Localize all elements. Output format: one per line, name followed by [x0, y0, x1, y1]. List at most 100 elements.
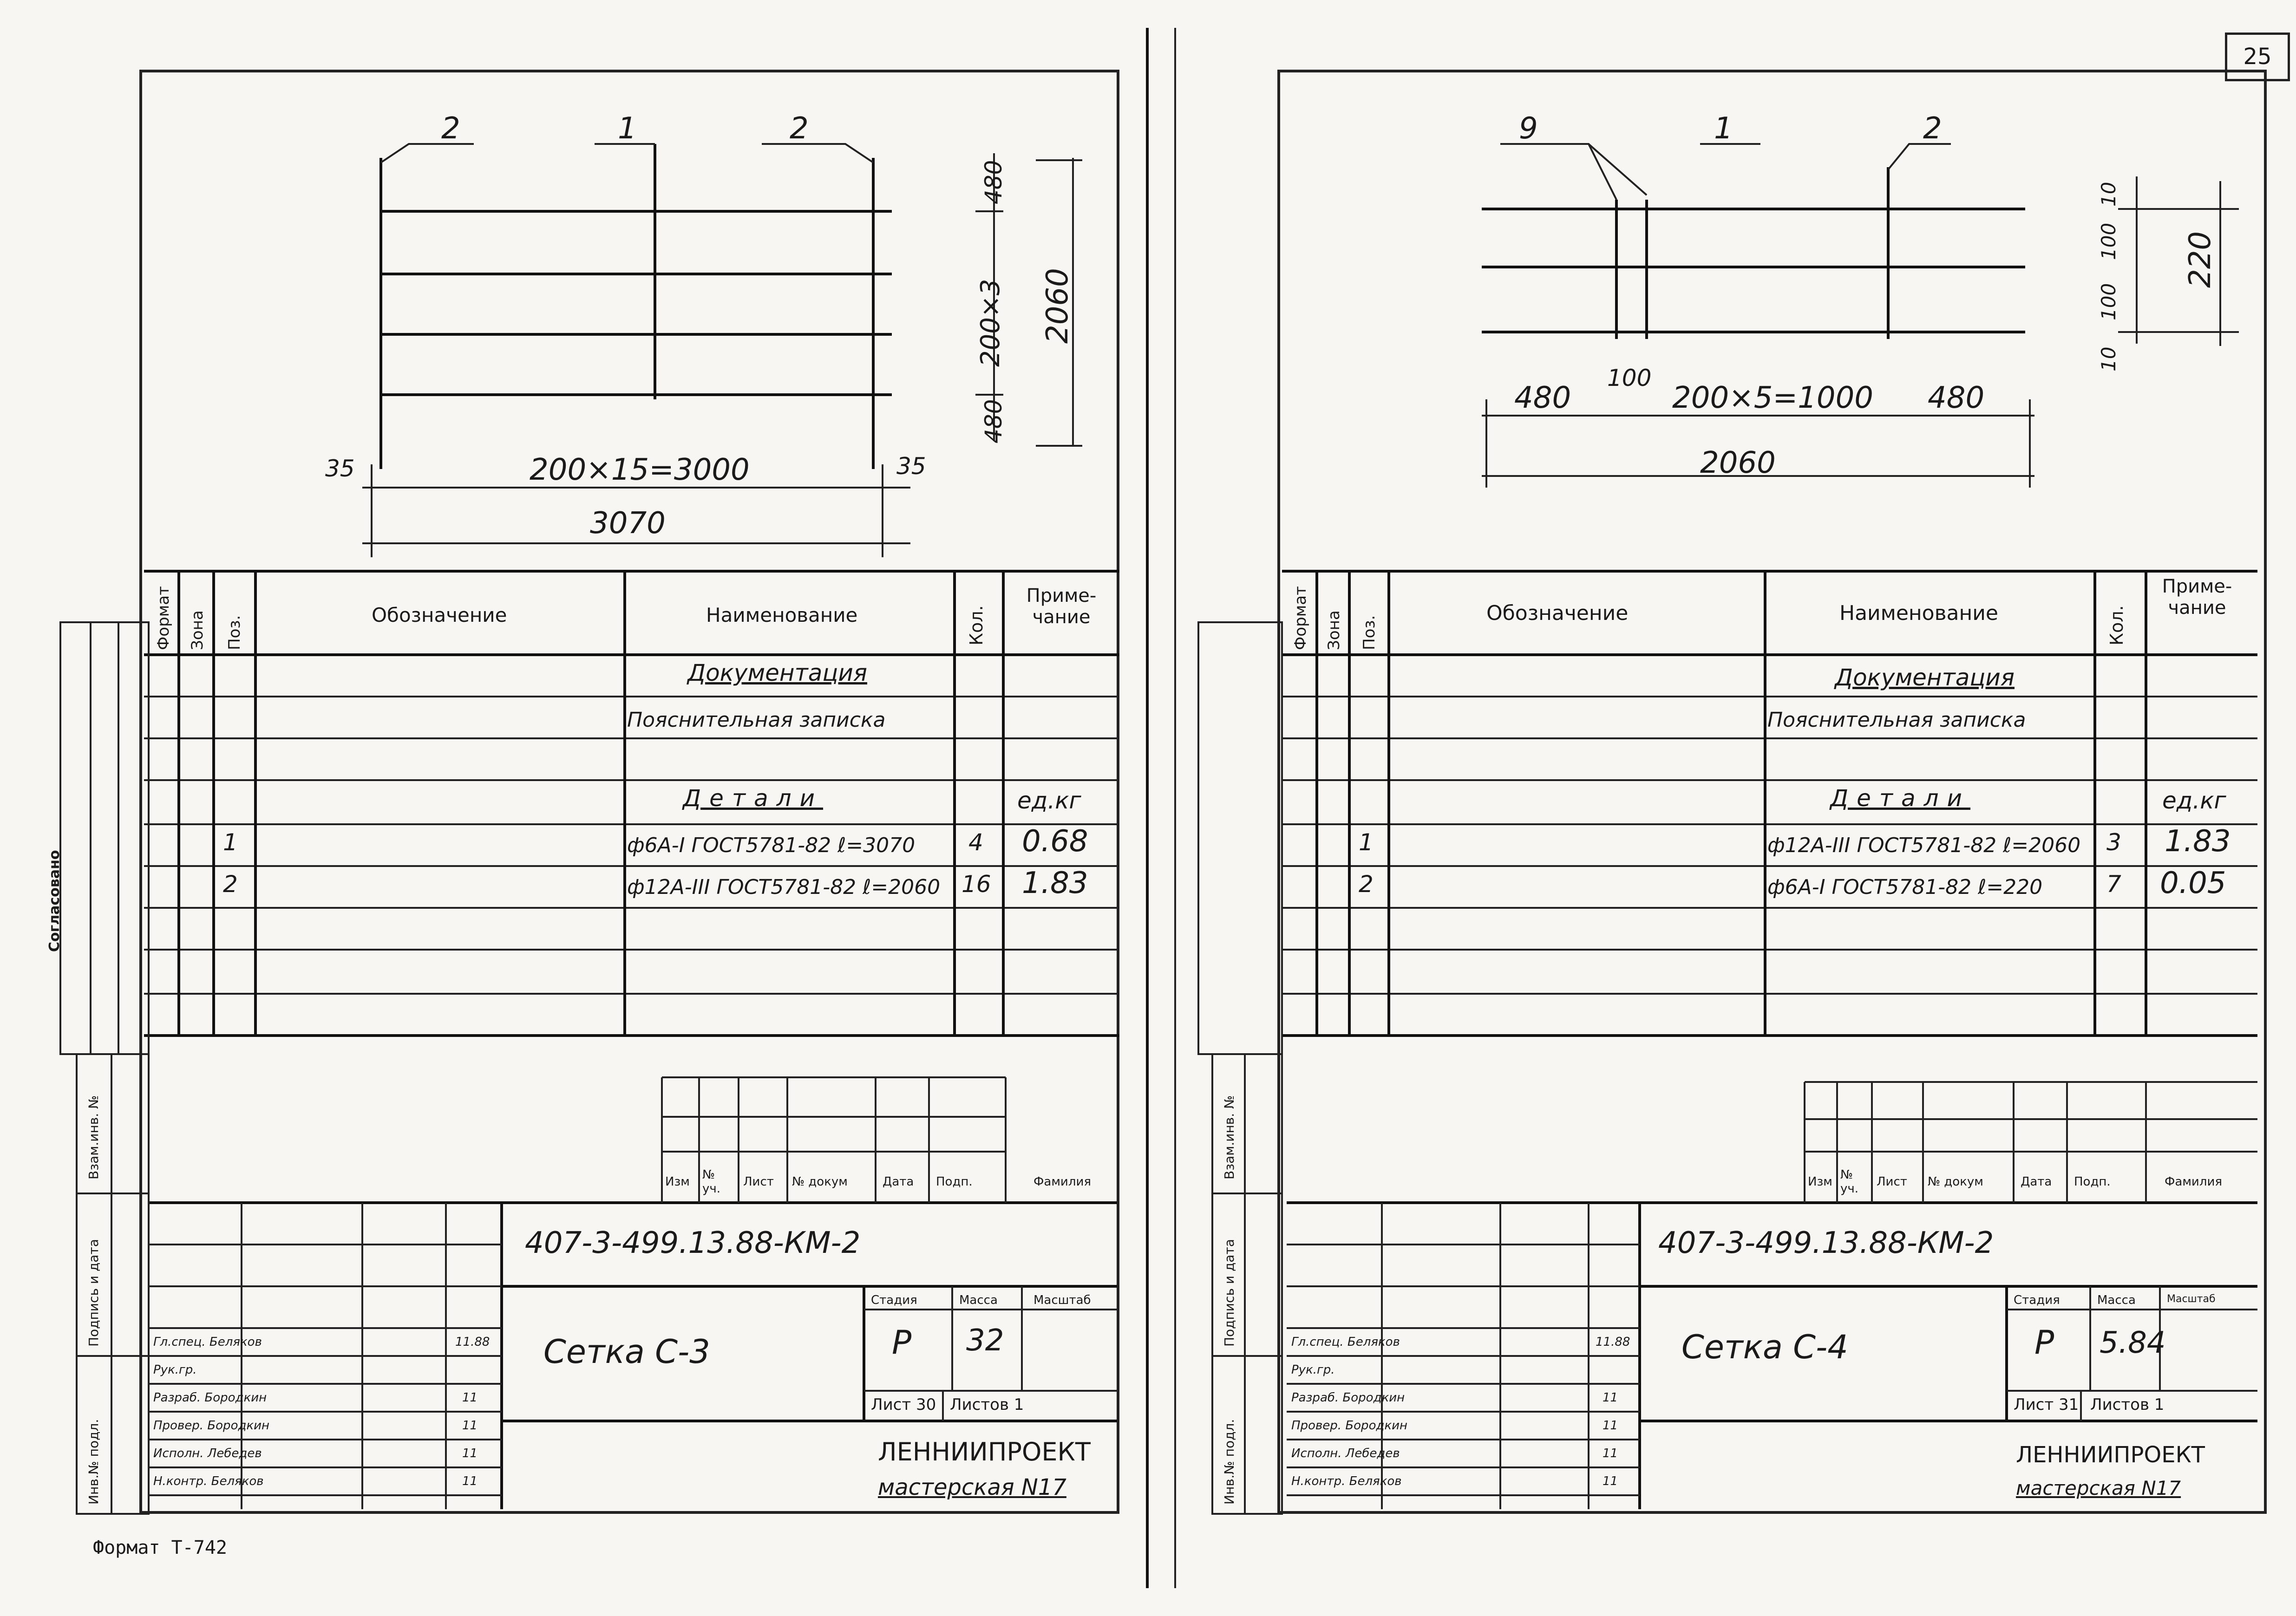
right-pos-label-a: 9 [1519, 111, 1538, 146]
right-date-0: 11.88 [1596, 1335, 1630, 1349]
right-rev-h5: Подп. [2074, 1175, 2111, 1189]
left-dim-left: 35 [325, 455, 355, 482]
margin-left-top: Согласовано [46, 850, 63, 952]
left-person-4: Исполн. Лебедев [153, 1447, 262, 1460]
right-stamp-stage-label: Стадия [2014, 1293, 2060, 1307]
right-date-4: 11 [1603, 1474, 1618, 1488]
left-row-note: Пояснительная записка [627, 708, 886, 732]
right-dim-480-right: 480 [1928, 381, 1985, 415]
left-dim-v-total: 2060 [1040, 268, 1075, 344]
left-row2-note: 1.83 [1022, 866, 1088, 900]
margin-right-inv: Взам.инв. № [1222, 1095, 1237, 1179]
left-row1-qty: 4 [968, 829, 983, 856]
right-dim-total: 2060 [1700, 446, 1776, 480]
right-row1-name: ф12А-III ГОСТ5781-82 ℓ=2060 [1767, 834, 2081, 857]
left-person-0: Гл.спец. Беляков [153, 1335, 262, 1349]
right-row-doc: Документация [1835, 664, 2015, 691]
right-rev-h1: № уч. [1840, 1168, 1859, 1196]
left-person-5: Н.контр. Беляков [153, 1474, 264, 1488]
right-dim-v-total: 220 [2183, 231, 2218, 288]
right-stamp-workshop: мастерская N17 [2016, 1477, 2181, 1499]
right-row2-qty: 7 [2106, 871, 2121, 898]
margin-left-inv: Взам.инв. № [86, 1095, 101, 1179]
right-row1-qty: 3 [2106, 829, 2121, 856]
right-rev-h3: № докум [1928, 1175, 1983, 1189]
left-rev-h5: Подп. [936, 1175, 973, 1189]
left-stamp-grid [149, 1076, 1117, 1509]
right-stamp-sheets: Листов 1 [2090, 1395, 2165, 1414]
left-th-note: Приме-чание [1026, 585, 1097, 628]
right-rev-h0: Изм [1808, 1175, 1832, 1189]
right-rev-h6: Фамилия [2165, 1175, 2222, 1189]
left-dim-total: 3070 [590, 506, 666, 541]
right-stamp-scale-label: Масштаб [2167, 1293, 2216, 1305]
left-mesh [362, 143, 1082, 557]
left-th-format: Формат [154, 586, 173, 650]
left-dim-length: 200×15=3000 [530, 453, 750, 487]
right-dim-v-100b: 100 [2097, 283, 2120, 320]
left-rev-h1: № уч. [702, 1168, 721, 1196]
right-stamp-grid [1287, 1081, 2257, 1509]
left-sheet-frame [139, 70, 1119, 1514]
right-dim-100: 100 [1607, 365, 1652, 391]
left-stamp-code: 407-3-499.13.88-КМ-2 [525, 1226, 861, 1260]
right-row-note: Пояснительная записка [1767, 708, 2026, 732]
left-stamp-sheet: Лист 30 [871, 1395, 936, 1414]
left-th-zone: Зона [188, 610, 207, 650]
right-pos-label-b: 1 [1714, 111, 1733, 146]
left-stamp-org: ЛЕННИИПРОЕКТ [878, 1437, 1091, 1466]
right-dim-v-10-top: 10 [2097, 182, 2120, 207]
margin-left-sign: Подпись и дата [86, 1239, 101, 1347]
right-th-note: Приме-чание [2162, 576, 2232, 619]
right-th-zone: Зона [1325, 610, 1343, 650]
right-th-format: Формат [1291, 586, 1310, 650]
right-th-pos: Поз. [1360, 615, 1379, 650]
left-date-2: 11 [462, 1419, 478, 1433]
left-row1-name: ф6А-I ГОСТ5781-82 ℓ=3070 [627, 834, 916, 857]
left-margin-strip [59, 621, 150, 1515]
left-th-qty: Кол. [966, 605, 987, 645]
right-person-3: Провер. Бородкин [1291, 1419, 1408, 1433]
left-row1-pos: 1 [223, 829, 238, 856]
left-stamp-scale-label: Масштаб [1034, 1293, 1091, 1307]
left-date-1: 11 [462, 1391, 478, 1405]
right-person-5: Н.контр. Беляков [1291, 1474, 1402, 1488]
left-person-3: Провер. Бородкин [153, 1419, 270, 1433]
right-date-1: 11 [1603, 1391, 1618, 1405]
left-dim-right: 35 [896, 453, 926, 480]
left-th-pos: Поз. [225, 615, 244, 650]
right-stamp-title: Сетка С-4 [1681, 1328, 1848, 1366]
left-table-grid [144, 570, 1119, 1037]
margin-right-sign: Подпись и дата [1222, 1239, 1237, 1347]
right-th-designation: Обозначение [1486, 601, 1629, 625]
right-stamp-sheet: Лист 31 [2014, 1395, 2079, 1414]
right-stamp-mass-label: Масса [2097, 1293, 2136, 1307]
right-row2-note: 0.05 [2160, 866, 2226, 900]
right-date-2: 11 [1603, 1419, 1618, 1433]
left-pos-label-b: 1 [618, 111, 637, 146]
right-pos-label-c: 2 [1923, 111, 1942, 146]
left-stamp-stage: Р [892, 1323, 912, 1362]
right-th-name: Наименование [1839, 601, 1998, 625]
left-stamp-title: Сетка С-3 [543, 1333, 710, 1371]
left-person-1: Рук.гр. [153, 1363, 197, 1377]
left-pos-label-a: 2 [441, 111, 460, 146]
right-person-2: Разраб. Бородкин [1291, 1391, 1405, 1405]
right-stamp-mass: 5.84 [2100, 1326, 2166, 1360]
right-row-details-note: ед.кг [2162, 787, 2226, 814]
left-rev-h2: Лист [743, 1175, 774, 1189]
right-mesh [1482, 143, 2239, 488]
left-row2-qty: 16 [962, 871, 991, 898]
left-dim-v2: 200×3 [975, 279, 1006, 367]
right-row2-name: ф6А-I ГОСТ5781-82 ℓ=220 [1767, 875, 2043, 899]
right-person-4: Исполн. Лебедев [1291, 1447, 1400, 1460]
right-row1-note: 1.83 [2165, 824, 2231, 859]
margin-right-orig: Инв.№ подл. [1222, 1419, 1237, 1505]
left-th-name: Наименование [706, 604, 858, 626]
left-dim-v1: 480 [980, 160, 1007, 204]
left-rev-h4: Дата [883, 1175, 914, 1189]
left-stamp-workshop: мастерская N17 [878, 1474, 1066, 1500]
right-sheet-frame [1277, 70, 2267, 1514]
right-row1-pos: 1 [1359, 829, 1374, 856]
right-dim-mid: 200×5=1000 [1672, 381, 1873, 415]
